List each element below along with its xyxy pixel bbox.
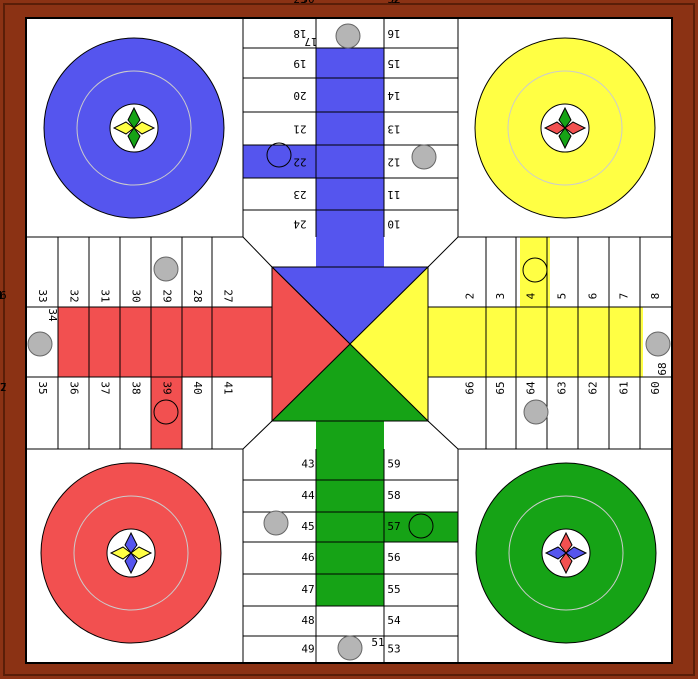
square-label: 43	[301, 458, 314, 471]
square-label: 58	[387, 489, 400, 502]
grey-token	[336, 24, 360, 48]
square-label: 60	[649, 381, 662, 394]
square-label: 52	[387, 0, 400, 6]
square-label: 30	[130, 289, 143, 302]
board-geometry	[26, 18, 672, 663]
grey-token	[264, 511, 288, 535]
yellow-home-lane	[428, 307, 643, 377]
grey-token	[338, 636, 362, 660]
square-label: 61	[618, 381, 631, 394]
square-label: 49	[301, 643, 314, 656]
square-label: 27	[222, 289, 235, 302]
square-label: 44	[301, 489, 315, 502]
square-label: 46	[301, 551, 314, 564]
square-label: 50	[301, 0, 314, 6]
square-label: 48	[301, 614, 314, 627]
square-label: 13	[387, 123, 400, 136]
square-label: 3	[494, 293, 507, 300]
square-label: 33	[36, 289, 49, 302]
square-label: 67	[0, 381, 7, 394]
square-label: 37	[99, 381, 112, 394]
square-label: 6	[587, 293, 600, 300]
square-label: 21	[293, 123, 306, 136]
square-label: 17	[304, 35, 317, 48]
blue-home-lane	[316, 48, 384, 267]
square-label: 16	[387, 27, 400, 40]
square-label: 65	[494, 381, 507, 394]
square-label: 53	[387, 643, 400, 656]
square-label: 47	[301, 583, 314, 596]
square-label: 64	[525, 381, 538, 395]
square-label: 68	[656, 362, 669, 375]
square-label: 7	[618, 293, 631, 300]
square-label: 66	[464, 381, 477, 394]
square-label: 41	[222, 381, 235, 394]
grey-token	[412, 145, 436, 169]
square-label: 23	[293, 188, 306, 201]
square-label: 45	[301, 520, 314, 533]
square-label: 28	[191, 289, 204, 302]
square-label: 20	[293, 89, 306, 102]
square-label: 19	[293, 57, 306, 70]
square-label: 22	[293, 156, 306, 169]
square-label: 55	[387, 583, 400, 596]
square-label: 15	[387, 57, 400, 70]
square-label: 31	[99, 289, 112, 302]
square-label: 40	[191, 381, 204, 394]
square-label: 63	[556, 381, 569, 394]
square-label: 59	[387, 458, 400, 471]
square-label: 29	[161, 289, 174, 302]
grey-token	[646, 332, 670, 356]
square-label: 51	[371, 636, 384, 649]
square-label: 2	[464, 293, 477, 300]
square-label: 32	[68, 289, 81, 302]
red-home-lane	[58, 307, 272, 377]
square-label: 11	[387, 188, 400, 201]
grey-token	[524, 400, 548, 424]
square-label: 56	[387, 551, 400, 564]
square-label: 35	[36, 381, 49, 394]
square-label: 36	[68, 381, 81, 394]
square-label: 10	[387, 218, 400, 231]
square-label: 5	[556, 293, 569, 300]
square-label: 38	[130, 381, 143, 394]
square-label: 54	[387, 614, 401, 627]
square-label: 8	[649, 293, 662, 300]
square-label: 34	[46, 308, 59, 322]
grey-token	[28, 332, 52, 356]
square-label: 1	[0, 289, 3, 302]
green-home-lane	[316, 421, 384, 606]
square-label: 62	[587, 381, 600, 394]
square-label: 4	[525, 292, 538, 299]
square-label: 57	[387, 520, 400, 533]
square-label: 39	[161, 381, 174, 394]
square-label: 24	[293, 218, 307, 231]
grey-token	[154, 257, 178, 281]
square-label: 14	[387, 89, 401, 102]
square-label: 12	[387, 156, 400, 169]
